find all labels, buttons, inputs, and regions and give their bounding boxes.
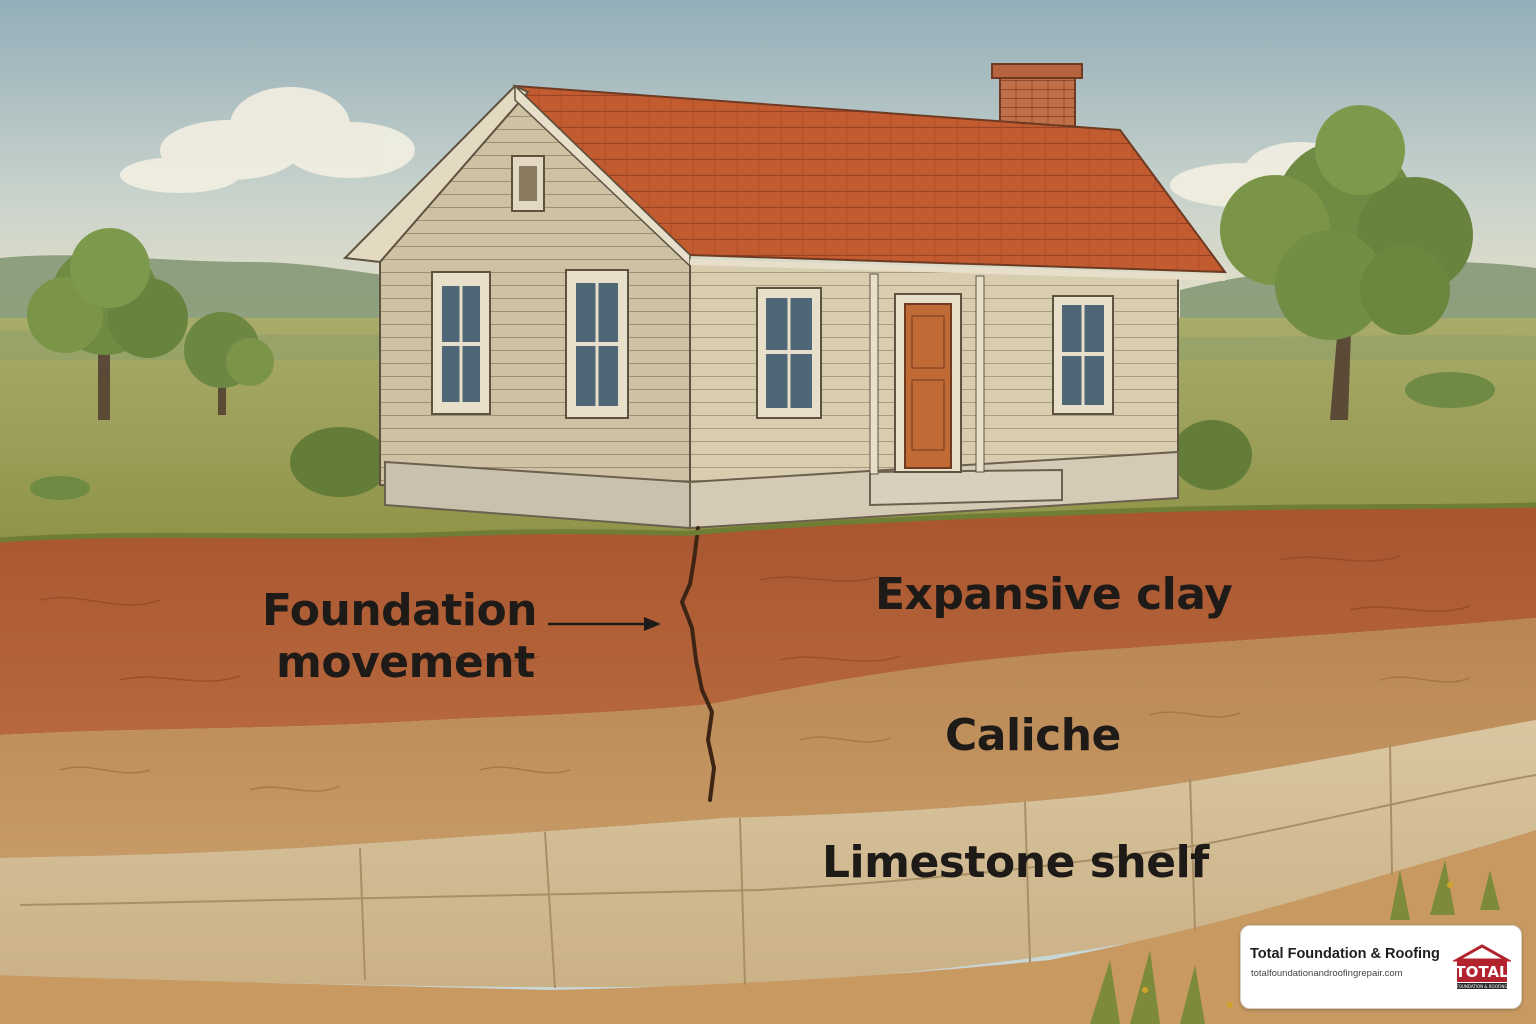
clay-texture [39,555,1471,682]
label-expansive-clay: Expansive clay [875,569,1233,620]
limestone-layer [0,720,1536,988]
logo-subtext: FOUNDATION & ROOFING [1457,984,1508,989]
bush-right [1172,420,1252,490]
label-foundation-movement: Foundation movement [262,585,538,689]
company-badge[interactable]: Total Foundation & Roofing totalfoundati… [1240,925,1522,1009]
label-caliche: Caliche [945,710,1121,761]
logo-roof-icon [1453,944,1511,962]
tree-left [27,228,188,420]
house [342,63,1228,530]
tree-left-small [184,312,274,415]
bush-left [290,427,390,497]
company-name: Total Foundation & Roofing [1250,946,1440,962]
window-side-2 [565,269,629,419]
label-foundation-movement-line2: movement [276,637,535,688]
window-front-1 [756,287,822,419]
caliche-texture [59,676,1471,792]
label-foundation-movement-line1: Foundation [262,585,538,636]
porch-step [869,468,1063,507]
company-logo: TOTAL FOUNDATION & ROOFING [1453,944,1511,989]
foundation-crack [679,526,717,802]
window-front-2 [1052,295,1114,415]
caliche-layer [0,618,1536,858]
logo-text: TOTAL [1455,963,1509,981]
movement-arrow [548,617,661,631]
tree-right [1220,105,1473,420]
clay-layer [0,505,1536,735]
limestone-seams [19,744,1536,989]
label-limestone-shelf: Limestone shelf [822,837,1209,888]
company-website[interactable]: totalfoundationandroofingrepair.com [1251,968,1403,979]
window-side-1 [431,271,491,415]
